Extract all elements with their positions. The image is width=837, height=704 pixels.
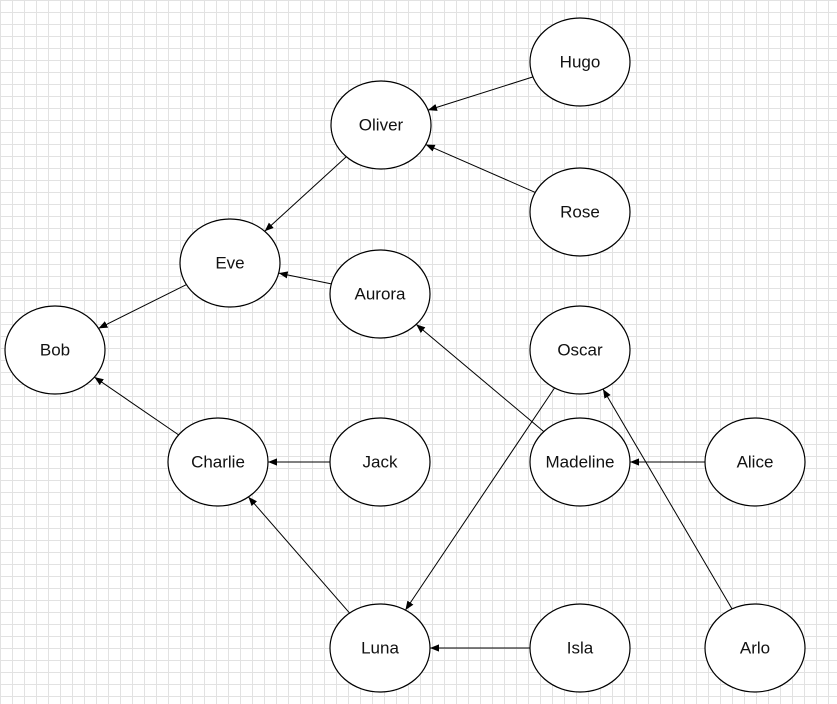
node-shape-charlie	[167, 417, 269, 507]
node-label-luna: Luna	[361, 638, 399, 657]
node-label-charlie: Charlie	[191, 452, 245, 471]
node-shape-eve	[179, 218, 281, 308]
node-shape-oliver	[330, 80, 432, 170]
node-shape-luna	[329, 603, 431, 693]
edge-aurora-to-eve	[278, 271, 332, 285]
node-shape-isla	[529, 603, 631, 693]
node-oscar: Oscar	[529, 305, 631, 395]
edges-layer	[94, 76, 733, 652]
node-shape-hugo	[529, 17, 631, 107]
node-label-oliver: Oliver	[359, 115, 404, 134]
edge-arlo-to-oscar	[602, 388, 733, 610]
node-shape-aurora	[329, 249, 431, 339]
node-bob: Bob	[4, 305, 106, 395]
node-label-rose: Rose	[560, 202, 600, 221]
edge-oliver-to-eve	[264, 156, 347, 232]
node-label-madeline: Madeline	[546, 452, 615, 471]
edge-charlie-to-bob	[94, 376, 179, 436]
node-oliver: Oliver	[330, 80, 432, 170]
node-shape-bob	[4, 305, 106, 395]
node-shape-arlo	[704, 603, 806, 693]
node-rose: Rose	[529, 167, 631, 257]
node-label-eve: Eve	[215, 253, 244, 272]
node-label-jack: Jack	[363, 452, 398, 471]
node-label-oscar: Oscar	[557, 340, 603, 359]
node-jack: Jack	[329, 417, 431, 507]
node-isla: Isla	[529, 603, 631, 693]
edge-eve-to-bob	[98, 284, 187, 329]
node-luna: Luna	[329, 603, 431, 693]
node-shape-madeline	[529, 417, 631, 507]
node-label-hugo: Hugo	[560, 52, 601, 71]
node-label-isla: Isla	[567, 638, 594, 657]
node-shape-jack	[329, 417, 431, 507]
node-madeline: Madeline	[529, 417, 631, 507]
node-aurora: Aurora	[329, 249, 431, 339]
node-eve: Eve	[179, 218, 281, 308]
edge-rose-to-oliver	[425, 144, 536, 193]
node-alice: Alice	[704, 417, 806, 507]
node-shape-rose	[529, 167, 631, 257]
node-shape-alice	[704, 417, 806, 507]
node-hugo: Hugo	[529, 17, 631, 107]
node-shape-oscar	[529, 305, 631, 395]
node-charlie: Charlie	[167, 417, 269, 507]
node-label-aurora: Aurora	[354, 284, 406, 303]
node-label-arlo: Arlo	[740, 638, 770, 657]
edge-hugo-to-oliver	[427, 76, 534, 111]
edge-luna-to-charlie	[248, 496, 350, 614]
node-label-bob: Bob	[40, 340, 70, 359]
node-label-alice: Alice	[737, 452, 774, 471]
edge-madeline-to-aurora	[415, 324, 545, 432]
node-arlo: Arlo	[704, 603, 806, 693]
edge-oscar-to-luna	[404, 387, 556, 611]
